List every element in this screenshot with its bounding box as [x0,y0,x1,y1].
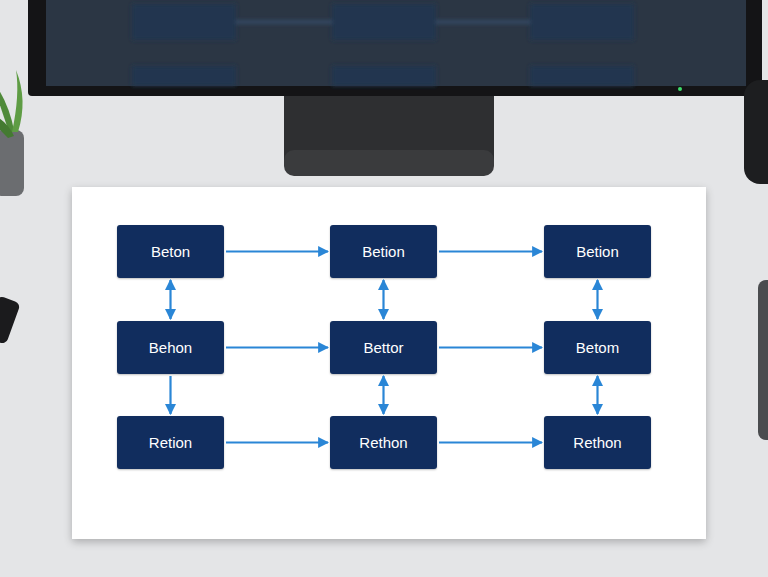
process-box: Retion [117,416,224,469]
screen-box [530,4,634,40]
process-box: Betion [544,225,651,278]
phone [758,280,768,440]
whiteboard [72,187,706,539]
plant-leaf [0,112,14,138]
box-label: Bettor [359,339,407,357]
screen-box [132,4,236,40]
box-label: Betom [572,339,623,357]
flow-arrow [439,250,542,252]
box-label: Rethon [569,434,625,452]
screen-line [436,21,530,23]
flow-arrow [596,280,598,319]
flow-arrow [596,376,598,414]
box-label: Retion [145,434,196,452]
process-box: Betom [544,321,651,374]
flow-arrow [439,441,542,443]
monitor-bezel [28,0,762,96]
flow-arrow [226,441,328,443]
flow-arrow [226,250,328,252]
process-box: Beton [117,225,224,278]
box-label: Betion [572,243,623,261]
monitor-screen [46,0,746,86]
process-box: Rethon [544,416,651,469]
power-led [678,87,682,91]
monitor-base [284,150,494,176]
box-label: Rethon [355,434,411,452]
process-box: Behon [117,321,224,374]
flow-arrow [169,280,171,319]
plant-leaf [12,70,23,132]
process-box: Bettor [330,321,437,374]
box-label: Betion [358,243,409,261]
flow-arrow [169,376,171,414]
plant [0,70,24,196]
pen [0,295,21,345]
screen-line [236,21,332,23]
flow-arrow [382,280,384,319]
screen-box [132,66,236,86]
plant-pot [0,130,24,196]
flow-arrow [382,376,384,414]
process-box: Betion [330,225,437,278]
flow-arrow [439,346,542,348]
screen-box [332,66,436,86]
screen-blur-diagram [132,4,634,86]
speaker [744,80,768,184]
screen-box [530,66,634,86]
box-label: Beton [147,243,194,261]
process-box: Rethon [330,416,437,469]
screen-box [332,4,436,40]
box-label: Behon [145,339,196,357]
flow-arrow [226,346,328,348]
